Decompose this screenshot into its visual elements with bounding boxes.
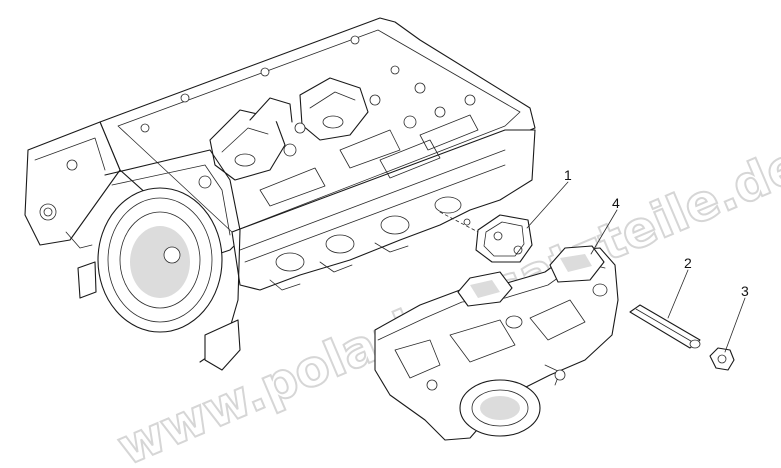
leader-line-3	[724, 297, 746, 353]
leader-line-2	[667, 269, 689, 319]
exhaust-manifold-part	[374, 245, 619, 441]
gasket-part	[439, 211, 533, 263]
callout-labels: 1 2 3 4	[564, 167, 749, 299]
leader-line-1	[526, 181, 569, 229]
callout-2: 2	[684, 255, 692, 271]
callout-1: 1	[564, 167, 572, 183]
nut-part	[709, 347, 735, 371]
stud-part	[629, 304, 701, 349]
callout-leaders	[526, 181, 746, 353]
callout-4: 4	[612, 195, 620, 211]
leader-line-4	[590, 209, 618, 255]
callout-3: 3	[741, 283, 749, 299]
cylinder-head	[24, 17, 536, 371]
